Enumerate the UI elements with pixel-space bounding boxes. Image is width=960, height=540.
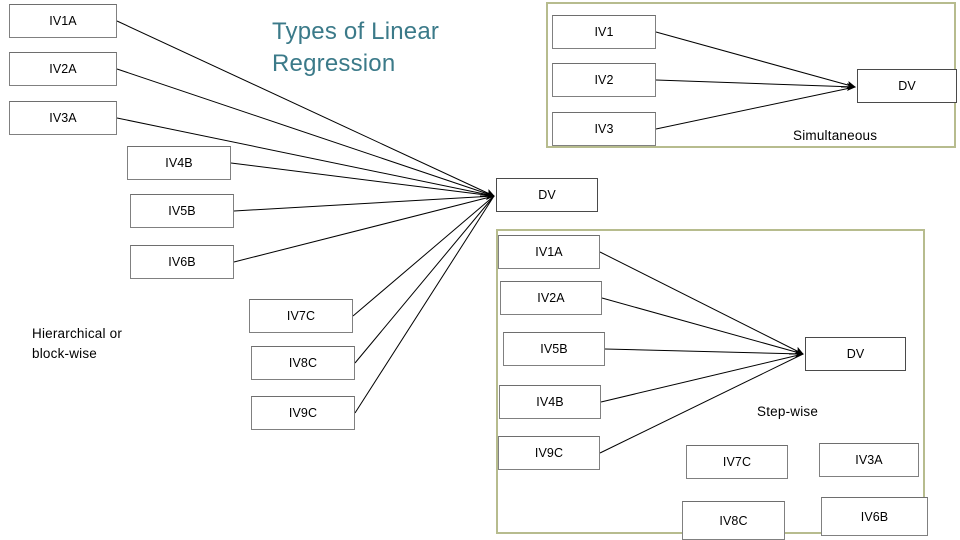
connector-line [352, 195, 495, 317]
hierarchical-node-iv9c[interactable]: IV9C [251, 396, 355, 430]
caption-stepwise: Step-wise [757, 404, 819, 419]
node-label: IV7C [286, 309, 316, 323]
hierarchical-label-line2: block-wise [32, 345, 98, 361]
connector-line [230, 162, 495, 197]
simultaneous-node-iv3[interactable]: IV3 [552, 112, 656, 146]
simultaneous-node-iv1[interactable]: IV1 [552, 15, 656, 49]
node-label: IV8C [288, 356, 318, 370]
connector-line [354, 195, 495, 414]
node-label: IV4B [165, 156, 193, 170]
simultaneous-node-dv[interactable]: DV [857, 69, 957, 103]
stepwise-excluded-node-iv3a[interactable]: IV3A [819, 443, 919, 477]
node-label: IV5B [540, 342, 568, 356]
stepwise-node-iv2a[interactable]: IV2A [500, 281, 602, 315]
node-label: IV2A [49, 62, 77, 76]
connector-line [233, 195, 495, 263]
hierarchical-label: Hierarchical or block-wise [32, 324, 122, 363]
hierarchical-node-iv8c[interactable]: IV8C [251, 346, 355, 380]
node-label: DV [846, 347, 865, 361]
hierarchical-node-iv4b[interactable]: IV4B [127, 146, 231, 180]
node-label: DV [538, 188, 556, 202]
stepwise-node-dv[interactable]: DV [805, 337, 906, 371]
stepwise-excluded-node-iv8c[interactable]: IV8C [682, 501, 785, 540]
hierarchical-node-iv3a[interactable]: IV3A [9, 101, 117, 135]
hierarchical-node-iv6b[interactable]: IV6B [130, 245, 234, 279]
stepwise-node-iv5b[interactable]: IV5B [503, 332, 605, 366]
node-label: IV6B [860, 509, 889, 524]
node-label: DV [898, 79, 916, 93]
stepwise-excluded-node-iv6b[interactable]: IV6B [821, 497, 928, 536]
connector-line [233, 195, 495, 212]
node-label: IV1A [535, 245, 563, 259]
page-title-line1: Types of Linear [272, 18, 440, 45]
hierarchical-node-dv[interactable]: DV [496, 178, 598, 212]
caption-simultaneous: Simultaneous [793, 128, 878, 143]
hierarchical-node-iv1a[interactable]: IV1A [9, 4, 117, 38]
page-title-line2: Regression [272, 49, 396, 77]
node-label: IV3 [594, 122, 614, 136]
node-label: IV6B [168, 255, 196, 269]
node-label: IV4B [536, 395, 564, 409]
panel-stepwise [496, 229, 925, 534]
hierarchical-node-iv2a[interactable]: IV2A [9, 52, 117, 86]
node-label: IV9C [534, 446, 564, 460]
node-label: IV7C [722, 455, 752, 469]
node-label: IV5B [168, 204, 196, 218]
node-label: IV1 [594, 25, 614, 39]
hierarchical-node-iv5b[interactable]: IV5B [130, 194, 234, 228]
stepwise-node-iv4b[interactable]: IV4B [499, 385, 601, 419]
simultaneous-node-iv2[interactable]: IV2 [552, 63, 656, 97]
stepwise-excluded-node-iv7c[interactable]: IV7C [686, 445, 788, 479]
stepwise-node-iv9c[interactable]: IV9C [498, 436, 600, 470]
node-label: IV8C [719, 513, 748, 528]
node-label: IV2A [537, 291, 565, 305]
page-title: Types of Linear Regression [272, 16, 439, 79]
hierarchical-node-iv7c[interactable]: IV7C [249, 299, 353, 333]
node-label: IV3A [49, 111, 77, 125]
node-label: IV3A [855, 453, 883, 467]
hierarchical-label-line1: Hierarchical or [32, 326, 123, 341]
node-label: IV9C [288, 406, 318, 420]
node-label: IV1A [49, 14, 77, 28]
connector-line [354, 195, 495, 364]
node-label: IV2 [594, 73, 614, 87]
stepwise-node-iv1a[interactable]: IV1A [498, 235, 600, 269]
